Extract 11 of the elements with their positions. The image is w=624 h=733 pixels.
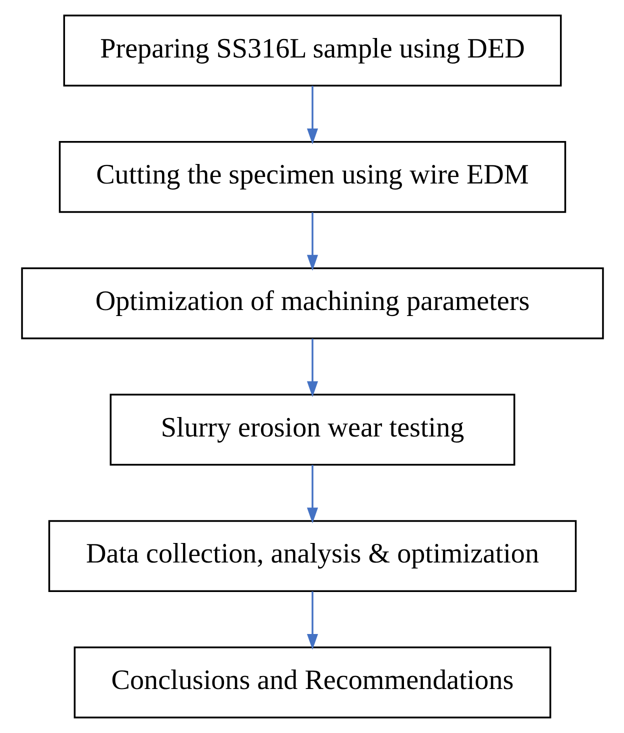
arrow — [306, 591, 318, 650]
node-box: Optimization of machining parameters — [20, 267, 604, 340]
arrow — [306, 212, 318, 271]
node-box: Cutting the specimen using wire EDM — [58, 140, 566, 213]
arrow — [306, 338, 318, 398]
node-box: Preparing SS316L sample using DED — [62, 14, 562, 87]
arrow — [306, 465, 318, 524]
arrow — [306, 86, 318, 144]
node-box: Conclusions and Recommendations — [73, 646, 551, 718]
node-box: Data collection, analysis & optimization — [48, 520, 576, 592]
node-box: Slurry erosion wear testing — [109, 394, 515, 466]
